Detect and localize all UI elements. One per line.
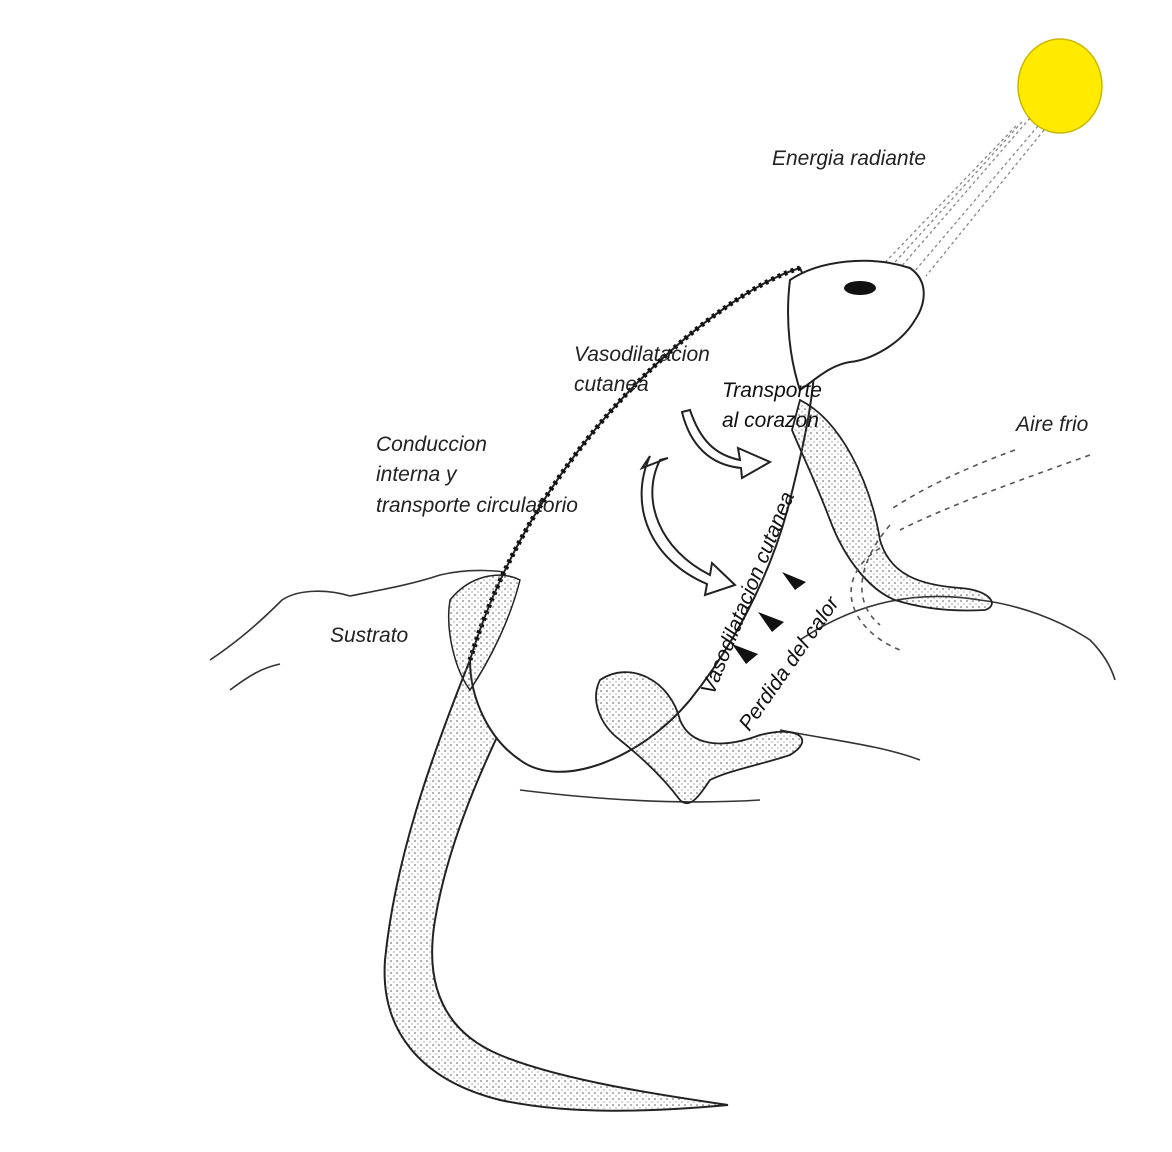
heat-loss-arrow [782, 572, 806, 590]
label-transporte-al-corazon: Transporte al corazon [722, 376, 822, 437]
label-energia-radiante: Energia radiante [772, 144, 926, 174]
radiant-energy-rays [872, 118, 1044, 276]
sun [1018, 39, 1102, 133]
label-sustrato: Sustrato [330, 621, 408, 651]
lizard-eye [844, 281, 876, 295]
label-aire-frio: Aire frio [1016, 410, 1088, 440]
heat-loss-arrow [758, 612, 784, 632]
label-conduccion-interna: Conduccion interna y transporte circulat… [376, 430, 578, 521]
lizard-head [788, 261, 924, 390]
label-vasodilatacion-cutanea-top: Vasodilatacion cutanea [574, 340, 710, 401]
